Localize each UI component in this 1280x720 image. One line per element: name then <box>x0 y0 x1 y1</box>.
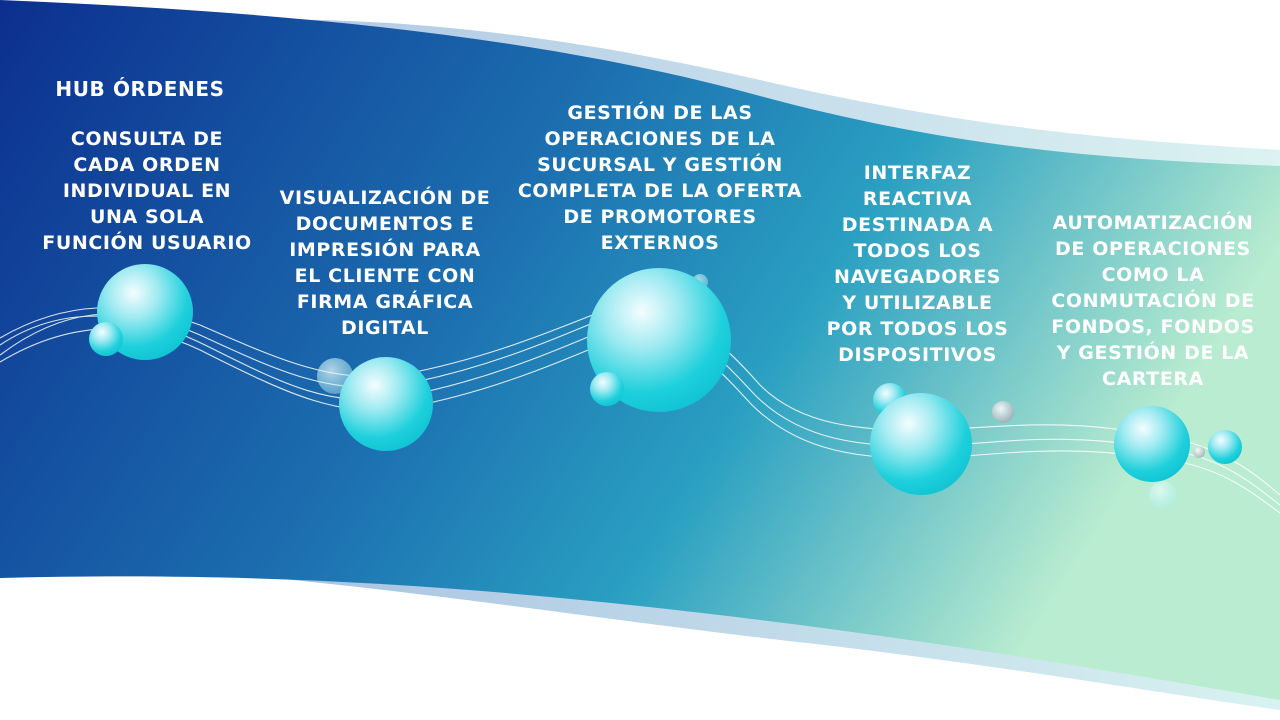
bubble-3-small <box>590 372 624 406</box>
step-1-text: CONSULTA DE CADA ORDEN INDIVIDUAL EN UNA… <box>42 128 252 254</box>
bubble-2-large <box>339 357 433 451</box>
step-3-text: GESTIÓN DE LAS OPERACIONES DE LA SUCURSA… <box>517 102 803 254</box>
bubble-4-large <box>870 393 972 495</box>
bubble-5-grey <box>1193 446 1205 458</box>
bubble-5-pale <box>1149 481 1177 509</box>
hub-title: HUB ÓRDENES <box>55 77 225 101</box>
step-5-text: AUTOMATIZACIÓN DE OPERACIONES COMO LA CO… <box>1051 212 1255 390</box>
bubble-1-small <box>89 322 123 356</box>
bubble-5-large <box>1114 406 1190 482</box>
bubble-3-large <box>587 268 731 412</box>
step-4-text: INTERFAZ REACTIVA DESTINADA A TODOS LOS … <box>826 162 1009 366</box>
bubbles <box>89 264 1242 509</box>
step-2-text: VISUALIZACIÓN DE DOCUMENTOS E IMPRESIÓN … <box>279 187 491 339</box>
bubble-4-grey <box>992 401 1014 423</box>
bubble-5-small <box>1208 430 1242 464</box>
